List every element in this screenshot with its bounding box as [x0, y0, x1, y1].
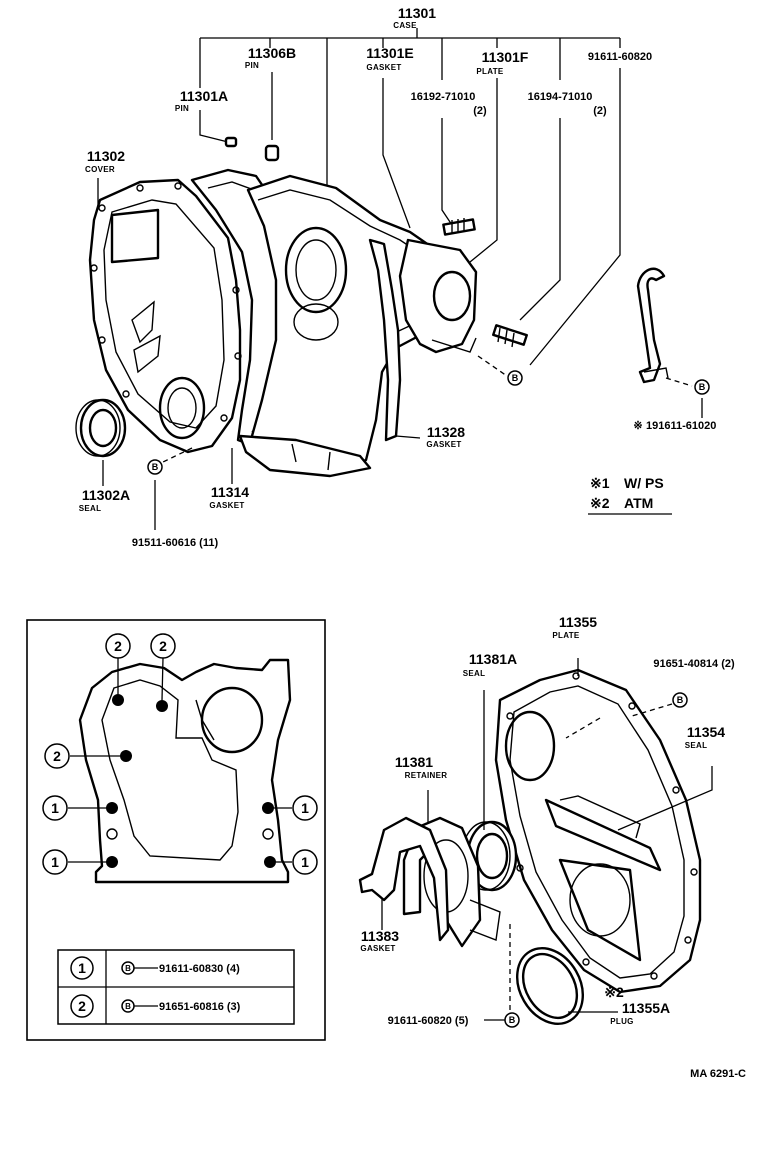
gasket-11328-number: 11328 — [427, 424, 465, 440]
stud-16192 — [442, 218, 476, 236]
legend-bolt-marker-1: B — [125, 964, 131, 973]
bolt-retainer-number: 91611-60820 (5) — [388, 1015, 469, 1027]
seal-11302a — [75, 398, 127, 458]
gasket-11383 — [358, 816, 450, 942]
applicability-notes: ※1 W/ PS ※2 ATM — [588, 475, 672, 515]
inset-label-e: 1 — [51, 854, 59, 870]
timing-case — [246, 174, 442, 472]
note-2-text: ATM — [624, 495, 653, 511]
cover-number: 11302 — [87, 148, 125, 164]
plate-f-number: 11301F — [482, 49, 529, 65]
legend-table: 1 2 B B 91611-60830 (4) 91651-60816 (3) — [57, 949, 295, 1025]
bolt-markers: B B B B B — [147, 370, 710, 1028]
inset-label-g: 1 — [301, 854, 309, 870]
pin-a-name: PIN — [175, 104, 189, 113]
stud-2-number: 16194-71010 — [528, 91, 593, 103]
timing-gear-case-assembly — [75, 136, 528, 530]
note-1-text: W/ PS — [624, 475, 664, 491]
inset-label-c: 2 — [53, 748, 61, 764]
legend-key-2: 2 — [78, 998, 86, 1014]
bolt-top-number: 91611-60820 — [588, 51, 652, 63]
note-1-mark: ※1 — [590, 475, 610, 491]
seal-11354-name: SEAL — [685, 741, 708, 750]
inset-label-b: 2 — [159, 638, 167, 654]
stud-1-qty: (2) — [473, 105, 487, 117]
inset-label-d: 1 — [51, 800, 59, 816]
callout-labels: 11301 CASE 11306B PIN 11301E GASKET 1130… — [79, 5, 735, 1027]
seal-a-name: SEAL — [79, 504, 102, 513]
inset-bolt-location: 2 2 2 1 1 1 1 1 2 B B 91611-60830 (4) 91… — [26, 619, 326, 1041]
pin-11301a — [224, 136, 238, 148]
case-name: CASE — [393, 21, 417, 30]
plate-11355-name: PLATE — [552, 631, 579, 640]
plate-f-name: PLATE — [476, 67, 503, 76]
seal-11354 — [544, 798, 662, 872]
seal-a-number: 11302A — [82, 487, 130, 503]
bolt-ps-mark: ※ — [633, 420, 642, 432]
cover-name: COVER — [85, 165, 115, 174]
bolt-marker-retainer: B — [509, 1015, 516, 1025]
retainer-number: 11381 — [395, 754, 433, 770]
retainer-name: RETAINER — [405, 771, 448, 780]
rear-plate-assembly — [358, 658, 713, 1025]
seal-11381a-name: SEAL — [463, 669, 486, 678]
timing-cover — [88, 178, 242, 454]
plug-number: 11355A — [622, 1000, 670, 1016]
stud-1-number: 16192-71010 — [411, 91, 476, 103]
diagram-code: MA 6291-C — [690, 1068, 746, 1080]
gasket-11314-name: GASKET — [209, 501, 244, 510]
bolt-marker-cover: B — [152, 462, 159, 472]
legend-key-1: 1 — [78, 960, 86, 976]
plug-11355a — [516, 947, 584, 1025]
bolt-cover-number: 91511-60616 (11) — [132, 537, 219, 549]
plug-mark: ※2 — [604, 984, 624, 1000]
pin-b-name: PIN — [245, 61, 259, 70]
gasket-11383-number: 11383 — [361, 928, 399, 944]
stud-2-qty: (2) — [593, 105, 607, 117]
legend-value-2: 91651-60816 (3) — [159, 1001, 241, 1013]
legend-bolt-marker-2: B — [125, 1002, 131, 1011]
gasket-11328-name: GASKET — [426, 440, 461, 449]
legend-value-1: 91611-60830 (4) — [159, 963, 240, 975]
stud-16194 — [492, 324, 528, 348]
seal-11354-number: 11354 — [687, 724, 725, 740]
bolt-plate-number: 91651-40814 (2) — [653, 658, 735, 670]
seal-11381a-number: 11381A — [469, 651, 517, 667]
pin-a-number: 11301A — [180, 88, 228, 104]
bolt-ps-number: 191611-61020 — [646, 420, 716, 432]
bolt-marker-plate: B — [677, 695, 684, 705]
pin-b-number: 11306B — [248, 45, 296, 61]
gasket-11383-name: GASKET — [360, 944, 395, 953]
inset-label-f: 1 — [301, 800, 309, 816]
gasket-e-number: 11301E — [366, 45, 414, 61]
note-2-mark: ※2 — [590, 495, 610, 511]
plate-11301f — [398, 238, 478, 354]
gasket-e-name: GASKET — [366, 63, 401, 72]
gasket-11314-number: 11314 — [211, 484, 249, 500]
top-leader-lines — [97, 28, 621, 366]
inset-label-a: 2 — [114, 638, 122, 654]
bolt-marker-case: B — [512, 373, 519, 383]
bolt-marker-ps: B — [699, 382, 706, 392]
ps-bracket — [636, 267, 703, 418]
plug-name: PLUG — [610, 1017, 633, 1026]
case-number: 11301 — [398, 5, 436, 21]
plate-11355-number: 11355 — [559, 614, 597, 630]
pin-11306b — [264, 144, 280, 162]
